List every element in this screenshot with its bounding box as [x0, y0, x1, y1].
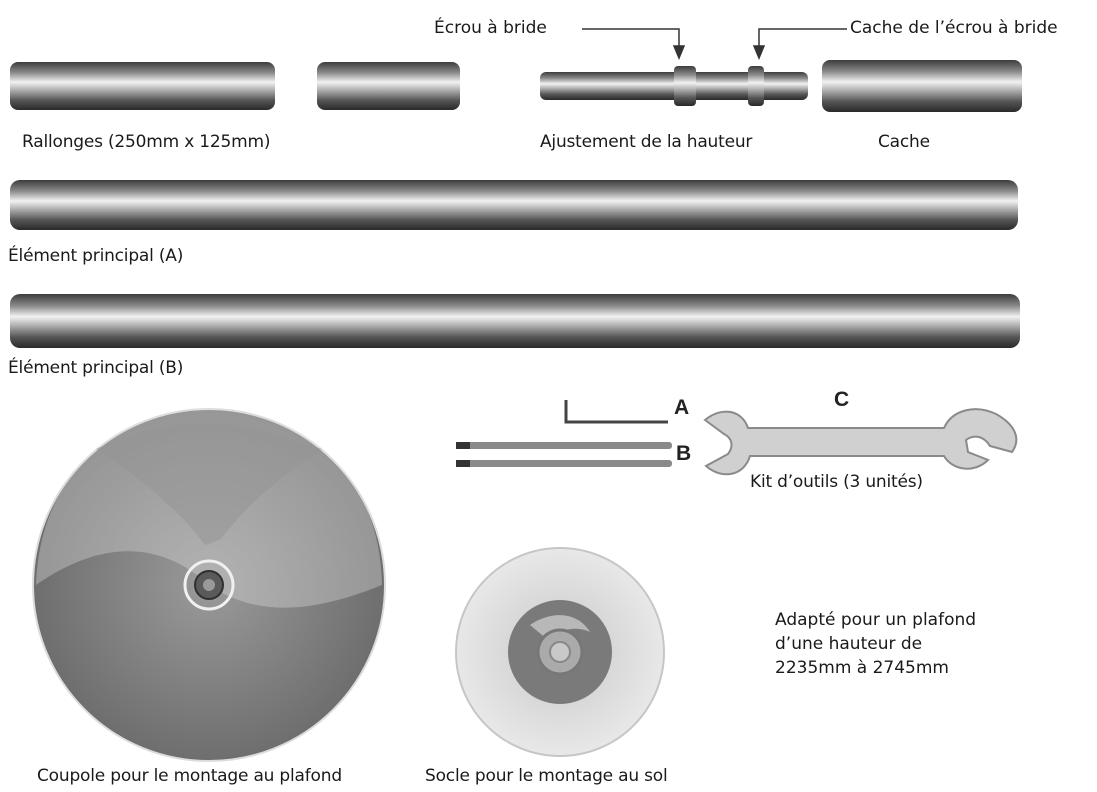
- main-element-b: [10, 294, 1020, 348]
- ceiling-height-note: Adapté pour un plafond d’une hauteur de …: [775, 608, 976, 680]
- tool-c-wrench: [703, 408, 1018, 476]
- tool-a-hex-key: [564, 400, 668, 424]
- main-element-b-label: Élément principal (B): [8, 358, 184, 378]
- ceiling-dome: [32, 408, 386, 762]
- extension-tube-250: [10, 62, 275, 110]
- tool-a-letter: A: [674, 396, 690, 419]
- ceiling-dome-label: Coupole pour le montage au plafond: [37, 766, 342, 786]
- tool-kit-label: Kit d’outils (3 unités): [750, 472, 923, 492]
- floor-base: [455, 547, 665, 757]
- flange-nut-label: Écrou à bride: [434, 18, 547, 38]
- cover-label: Cache: [878, 132, 930, 152]
- ceiling-height-note-line1: Adapté pour un plafond: [775, 610, 977, 630]
- tool-b-letter: B: [676, 442, 692, 465]
- height-adjust-label: Ajustement de la hauteur: [540, 132, 753, 152]
- callout-lines: [582, 28, 847, 60]
- tool-c-letter: C: [834, 388, 850, 411]
- ceiling-height-note-line2: d’une hauteur de: [775, 634, 923, 654]
- flange-nut-cover-label: Cache de l’écrou à bride: [850, 18, 1058, 38]
- ceiling-height-note-line3: 2235mm à 2745mm: [775, 658, 949, 678]
- floor-base-label: Socle pour le montage au sol: [425, 766, 668, 786]
- cover-tube: [822, 60, 1022, 112]
- main-element-a: [10, 180, 1018, 230]
- extension-tube-125: [317, 62, 460, 110]
- height-adjust-rod: [540, 66, 808, 106]
- extensions-label: Rallonges (250mm x 125mm): [22, 132, 271, 152]
- main-element-a-label: Élément principal (A): [8, 246, 184, 266]
- tool-b-rods: [456, 442, 672, 467]
